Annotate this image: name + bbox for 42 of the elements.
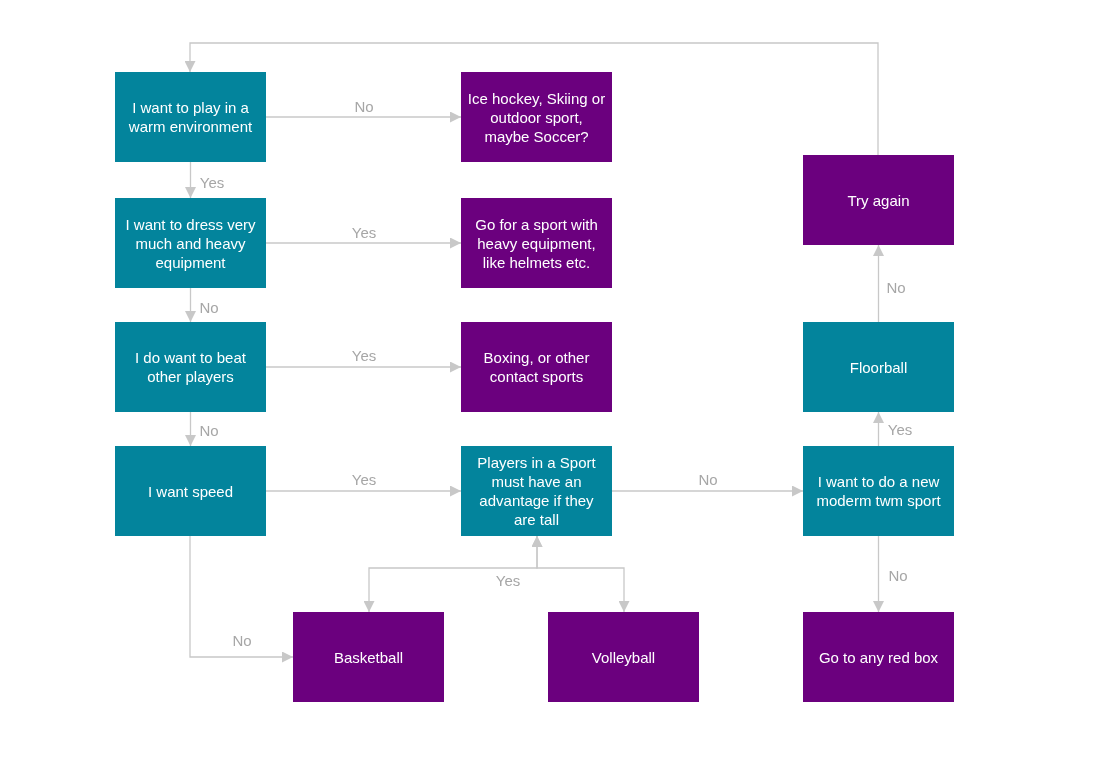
node-text: Volleyball <box>591 647 656 667</box>
node-text: I want speed <box>147 481 234 501</box>
result-box <box>803 155 954 245</box>
decision-box <box>115 322 266 412</box>
arrow <box>611 485 804 497</box>
result-box <box>461 322 612 412</box>
node-text: Basketball <box>333 647 404 667</box>
node-text: Ice hockey, Skiing or outdoor sport, maybe Soccer? <box>467 88 606 146</box>
arrow <box>265 485 462 497</box>
node-text: Floorball <box>849 357 908 377</box>
result-box <box>803 612 954 702</box>
arrow <box>265 361 462 373</box>
decision-box <box>803 322 954 412</box>
node-text: Boxing, or other contact sports <box>482 348 591 386</box>
node-text: Players in a Sport must have an advantage if they are tall <box>476 453 597 529</box>
result-box <box>548 612 699 702</box>
result-box <box>293 612 444 702</box>
arrow <box>265 111 462 123</box>
arrow <box>185 411 196 447</box>
arrow <box>873 244 884 323</box>
decision-box <box>115 446 266 536</box>
node-text: I do want to beat other players <box>134 348 247 386</box>
node-text: Go to any red box <box>818 647 939 667</box>
arrow <box>265 237 462 249</box>
arrow <box>873 411 884 447</box>
arrow <box>189 535 294 663</box>
result-box <box>461 198 612 288</box>
node-text: Go for a sport with heavy equipment, like helmets etc. <box>474 214 599 272</box>
node-text: I want to do a new moderm twm sport <box>815 472 942 510</box>
node-text: Try again <box>847 190 910 210</box>
node-text: I want to dress very much and heavy equipment <box>124 214 257 272</box>
arrow <box>185 287 196 323</box>
arrow <box>184 42 879 156</box>
decision-box <box>115 198 266 288</box>
result-box <box>461 72 612 162</box>
arrow <box>185 161 196 199</box>
arrow <box>531 535 630 613</box>
arrow <box>873 535 884 613</box>
decision-box <box>115 72 266 162</box>
decision-box <box>803 446 954 536</box>
node-text: I want to play in a warm environment <box>127 98 254 136</box>
decision-box <box>461 446 612 536</box>
